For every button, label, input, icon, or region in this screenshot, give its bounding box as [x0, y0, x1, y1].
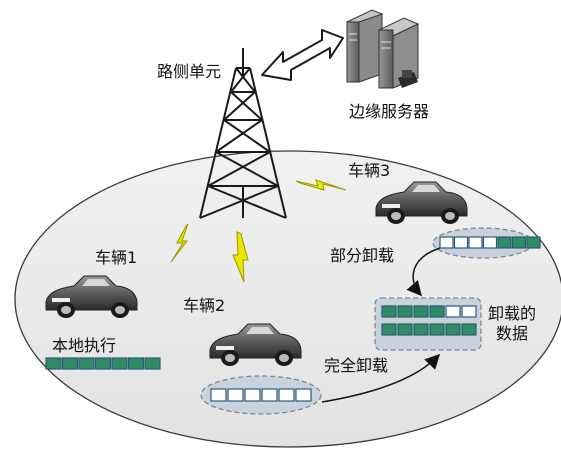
task-block-green	[445, 323, 461, 336]
task-block-green	[397, 305, 413, 318]
car-icon-vehicle3	[375, 181, 468, 224]
wireless-link-v3-icon	[295, 179, 347, 191]
task-block-white	[210, 388, 227, 402]
task-block-green	[397, 323, 413, 336]
task-block-green	[45, 357, 62, 370]
task-block-green	[429, 323, 445, 336]
wireless-link-v1-icon	[170, 223, 189, 263]
vehicle3-label: 车辆3	[348, 161, 391, 180]
task-block-green	[429, 305, 445, 318]
offloaded-data-row-1	[381, 305, 477, 318]
task-block-white	[453, 236, 469, 249]
partial-offload-arrow	[406, 247, 441, 297]
partial-offload-label: 部分卸载	[330, 246, 395, 265]
task-block-green	[497, 236, 512, 249]
full-offload-label: 完全卸载	[324, 356, 389, 375]
coverage-area	[14, 150, 561, 448]
task-block-white	[468, 236, 483, 249]
task-block-green	[511, 236, 527, 249]
task-block-green	[61, 357, 79, 370]
full-offload-arrow	[321, 353, 441, 403]
task-block-white	[445, 305, 461, 318]
task-block-green	[381, 323, 397, 336]
vehicle2-task-queue	[210, 388, 312, 402]
car-icon-vehicle2	[209, 323, 302, 366]
task-block-white	[227, 388, 244, 402]
task-block-white	[244, 388, 261, 402]
edge-server-icon	[345, 9, 420, 89]
task-block-green	[381, 305, 397, 318]
local-execution-label: 本地执行	[52, 336, 117, 355]
task-block-white	[295, 388, 312, 402]
offloaded-data-row-2	[381, 323, 477, 336]
vehicle1-label: 车辆1	[95, 248, 138, 267]
wireless-link-v2-icon	[232, 231, 249, 283]
vehicle2-label: 车辆2	[183, 296, 226, 315]
task-block-green	[111, 357, 128, 370]
task-block-green	[413, 323, 429, 336]
rsu-label: 路侧单元	[157, 62, 222, 81]
edge-server-label: 边缘服务器	[349, 102, 430, 121]
task-block-green	[94, 357, 112, 370]
car-icon-vehicle1	[45, 275, 138, 318]
task-block-green	[144, 357, 161, 370]
task-block-green	[461, 323, 477, 336]
offloaded-data-label: 卸载的 数据	[488, 304, 537, 343]
task-block-white	[461, 305, 477, 318]
rsu-server-link-arrow	[261, 29, 344, 81]
vehicle3-task-queue	[439, 236, 541, 249]
task-block-green	[78, 357, 95, 370]
task-block-green	[127, 357, 145, 370]
task-block-green	[413, 305, 429, 318]
local-task-queue	[45, 357, 161, 370]
vehicle2-queue-bubble	[200, 375, 322, 415]
task-block-white	[482, 236, 498, 249]
task-block-white	[278, 388, 295, 402]
task-block-white	[261, 388, 278, 402]
task-block-white	[439, 236, 454, 249]
rsu-tower-icon	[199, 48, 287, 219]
task-block-green	[526, 236, 541, 249]
